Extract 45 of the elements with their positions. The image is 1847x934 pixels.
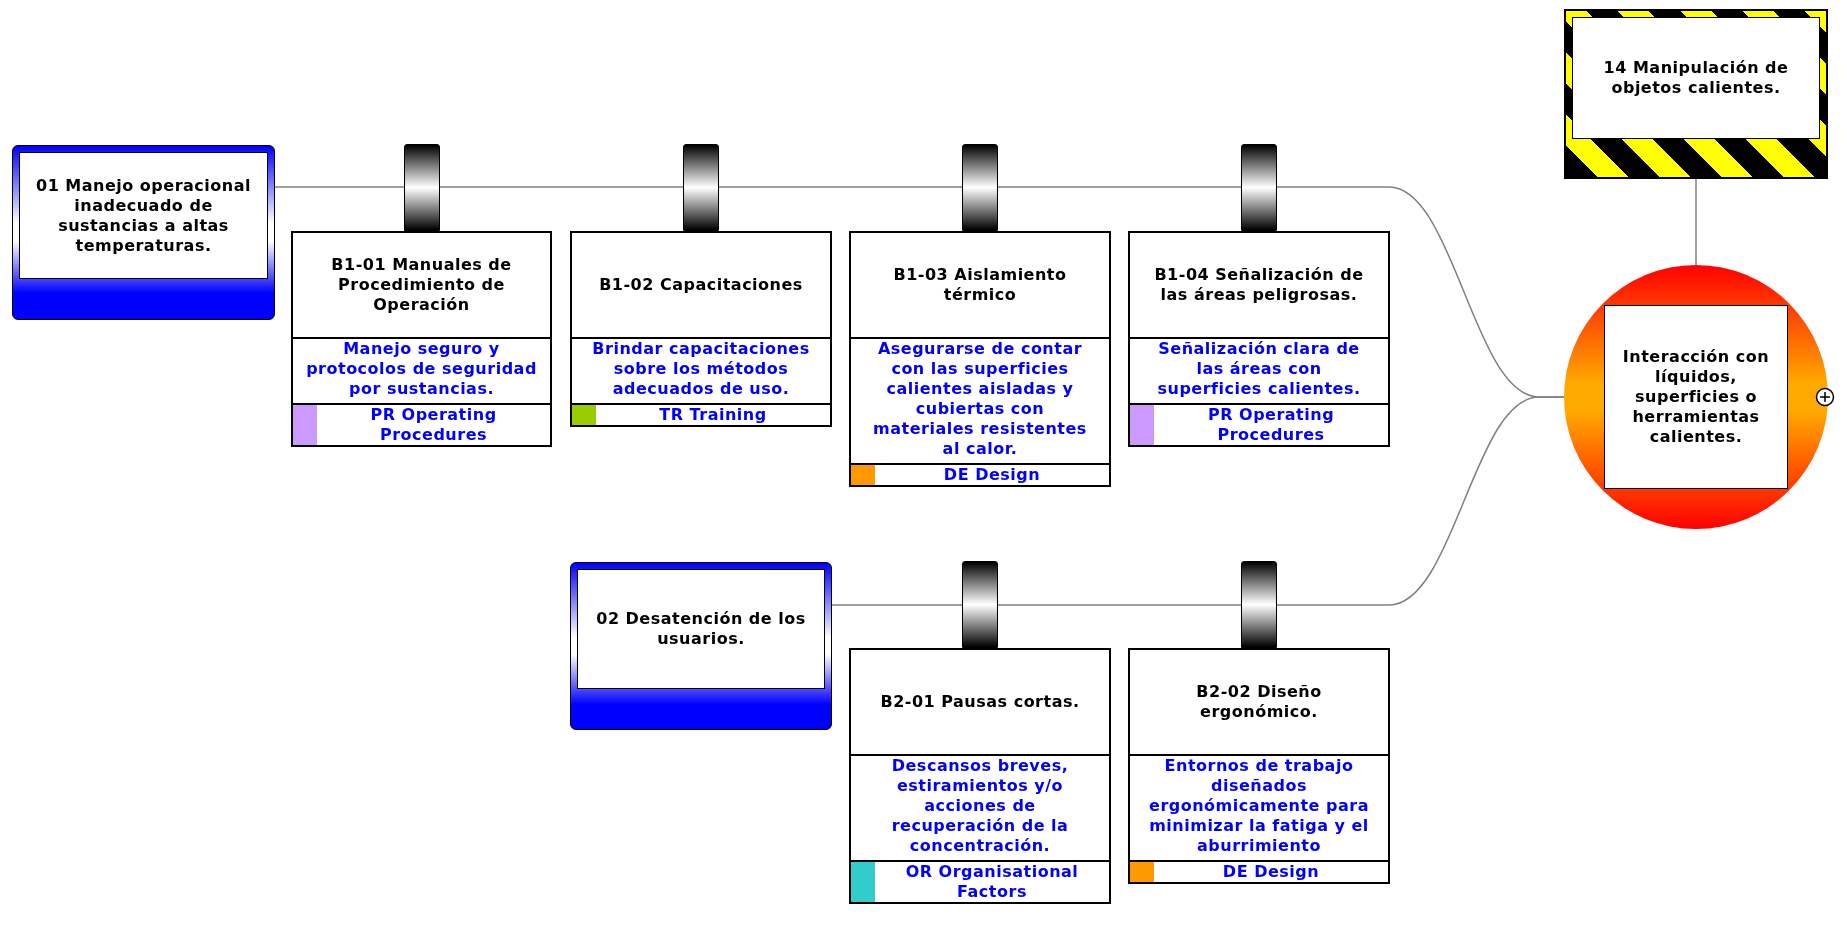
connector-line bbox=[831, 604, 963, 606]
barrier-title: B1-04 Señalización de las áreas peligrosas. bbox=[1153, 265, 1365, 305]
threat-box bbox=[12, 145, 275, 320]
barrier-category: DE Design bbox=[1222, 862, 1320, 882]
connector-line bbox=[274, 186, 405, 188]
connector-line bbox=[439, 186, 684, 188]
barrier-peg bbox=[404, 144, 440, 231]
barrier-description: Descansos breves, estiramientos y/o acciones de recuperación de la concentración. bbox=[890, 756, 1070, 856]
hazard-label: 14 Manipulación de objetos calientes. bbox=[1602, 58, 1790, 98]
barrier-description: Brindar capacitaciones sobre los métodos adecuados de uso. bbox=[591, 339, 811, 399]
barrier-card bbox=[849, 648, 1111, 904]
barrier-card bbox=[849, 231, 1111, 487]
barrier-description: Asegurarse de contar con las superficies calientes aisladas y cubiertas con materiales resistentes al calor. bbox=[872, 339, 1088, 459]
barrier-card bbox=[291, 231, 552, 447]
barrier-description: Manejo seguro y protocolos de seguridad por sustancias. bbox=[305, 339, 538, 399]
barrier-peg bbox=[1241, 561, 1277, 648]
barrier-description: Entornos de trabajo diseñados ergonómicamente para minimizar la fatiga y el aburrimiento bbox=[1148, 756, 1370, 856]
barrier-category: OR Organisational Factors bbox=[904, 862, 1080, 902]
barrier-title: B2-02 Diseño ergonómico. bbox=[1195, 682, 1323, 722]
connector-line bbox=[1276, 396, 1565, 606]
connector-line bbox=[997, 186, 1242, 188]
barrier-card bbox=[1128, 231, 1390, 447]
hazard-box bbox=[1564, 9, 1828, 179]
connector-line bbox=[997, 604, 1242, 606]
threat-box bbox=[570, 562, 832, 730]
threat-label: 02 Desatención de los usuarios. bbox=[595, 609, 807, 649]
barrier-peg bbox=[1241, 144, 1277, 231]
connector-line bbox=[1695, 178, 1697, 266]
barrier-card bbox=[570, 231, 832, 427]
barrier-category: TR Training bbox=[659, 405, 767, 425]
barrier-title: B2-01 Pausas cortas. bbox=[880, 692, 1080, 712]
barrier-title: B1-03 Aislamiento térmico bbox=[892, 265, 1068, 305]
connector-line bbox=[718, 186, 963, 188]
top-event-label: Interacción con líquidos, superficies o herramientas calientes. bbox=[1621, 347, 1771, 447]
threat-label: 01 Manejo operacional inadecuado de sustancias a altas temperaturas. bbox=[35, 175, 252, 256]
barrier-peg bbox=[962, 144, 998, 231]
barrier-title: B1-01 Manuales de Procedimiento de Operación bbox=[330, 255, 513, 315]
barrier-peg bbox=[683, 144, 719, 231]
barrier-card bbox=[1128, 648, 1390, 884]
barrier-title: B1-02 Capacitaciones bbox=[599, 275, 803, 295]
barrier-description: Señalización clara de las áreas con superficies calientes. bbox=[1156, 339, 1362, 399]
barrier-category: DE Design bbox=[943, 465, 1041, 485]
barrier-category: PR Operating Procedures bbox=[1206, 405, 1336, 445]
barrier-peg bbox=[962, 561, 998, 648]
barrier-category: PR Operating Procedures bbox=[369, 405, 498, 445]
